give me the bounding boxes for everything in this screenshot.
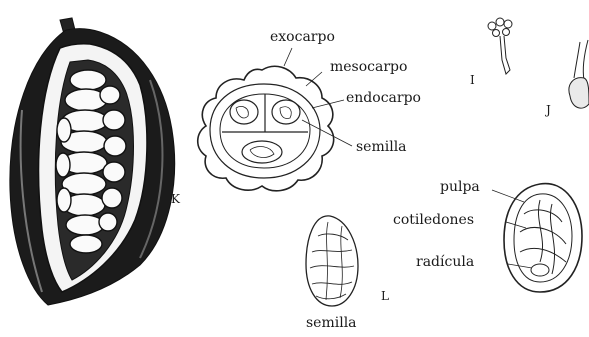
label-semilla-fruit: semilla [356,140,407,154]
letter-l: L [381,290,389,302]
seed-illustration [306,216,358,306]
fruit-cross-section [198,48,352,191]
cocoa-pod-illustration [10,18,175,305]
label-pulpa: pulpa [440,180,480,194]
seed-section-illustration [492,184,582,292]
bud-illustration [569,40,589,108]
label-semilla-bottom: semilla [306,316,357,330]
label-mesocarpo: mesocarpo [330,60,407,74]
letter-j: J [546,104,551,116]
letter-i: I [470,74,475,86]
label-cotiledones: cotiledones [393,213,474,227]
letter-k: K [171,193,180,205]
label-radicula: radícula [416,255,474,269]
label-endocarpo: endocarpo [346,91,421,105]
label-exocarpo: exocarpo [270,30,335,44]
flower-illustration [488,18,512,74]
